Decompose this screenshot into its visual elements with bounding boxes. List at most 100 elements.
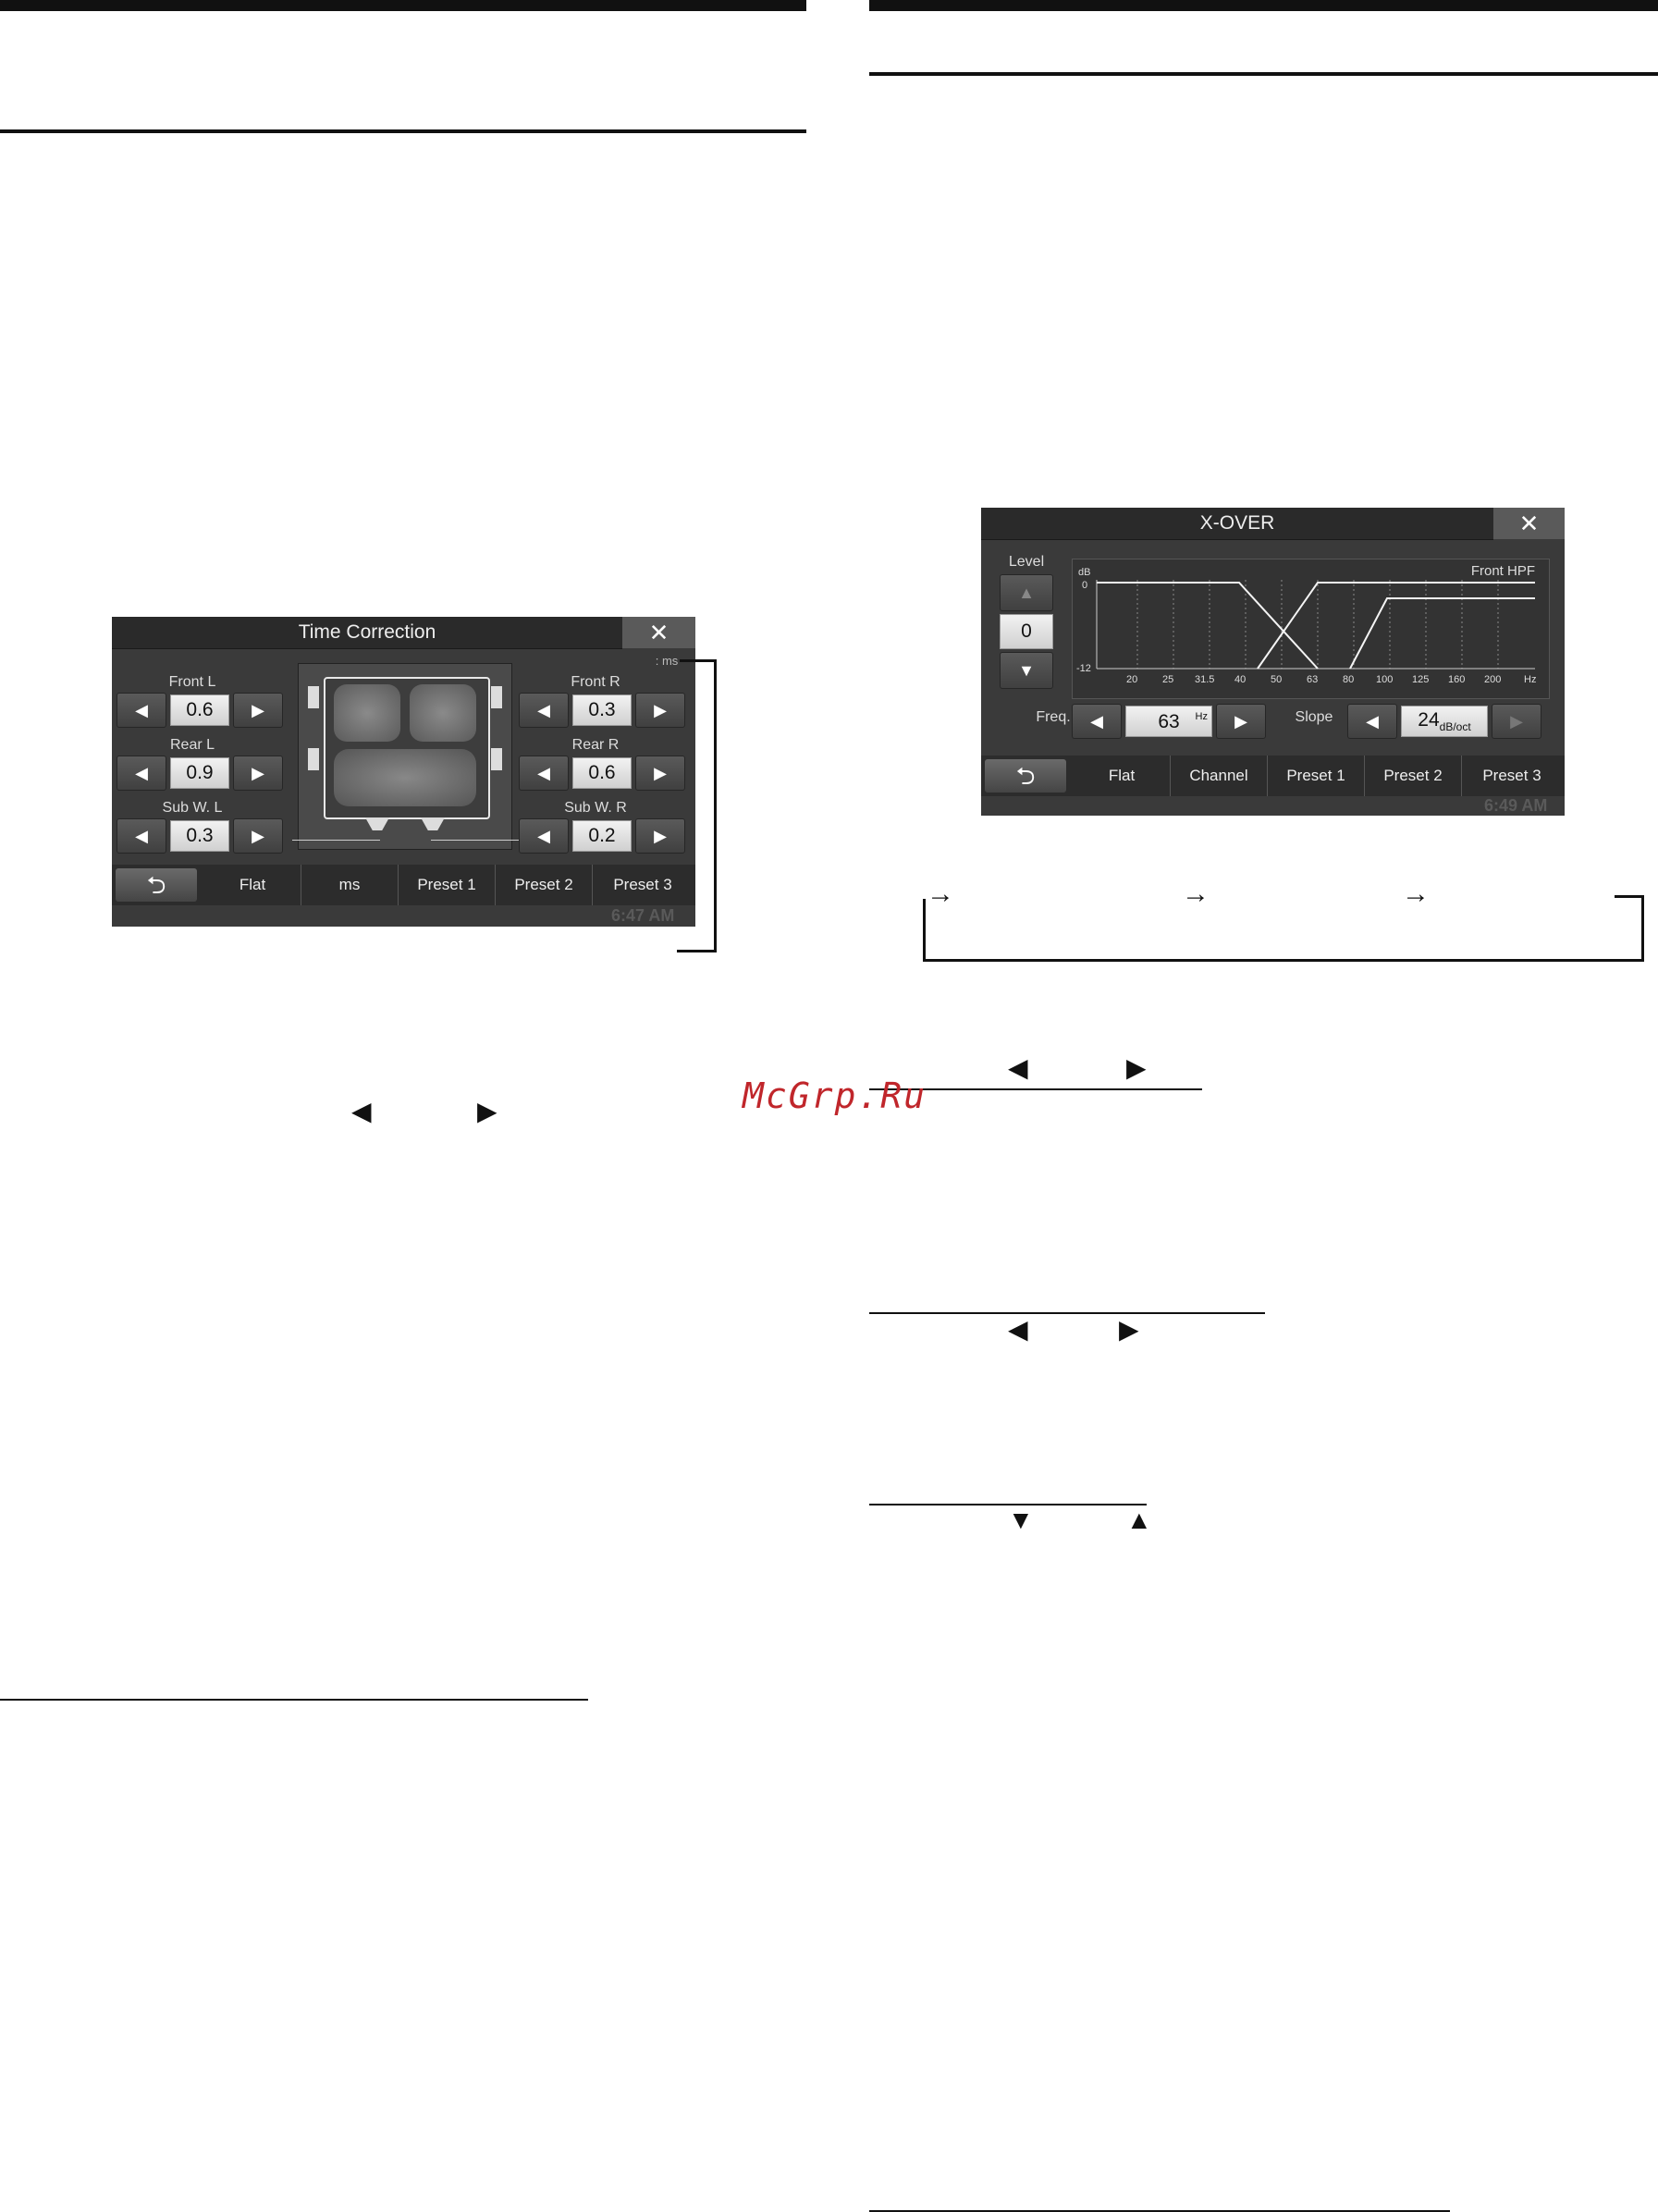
left-arrow-icon: ◀: [1008, 1315, 1028, 1344]
clock: 6:47 AM: [611, 906, 675, 925]
flat-button[interactable]: Flat: [204, 865, 301, 905]
level-value: 0: [1000, 614, 1053, 649]
car-interior-image: [298, 663, 512, 850]
db-tick-0: 0: [1082, 580, 1088, 591]
freq-tick: 63: [1307, 674, 1319, 685]
channel-label-rear-r: Rear R: [571, 737, 620, 753]
freq-unit: Hz: [1195, 711, 1208, 722]
sub-w-r-decrease-button[interactable]: ◀: [519, 818, 569, 854]
close-button[interactable]: ✕: [1493, 508, 1565, 539]
front-l-increase-button[interactable]: ▶: [233, 693, 283, 728]
sub-w-r-increase-button[interactable]: ▶: [635, 818, 685, 854]
freq-tick: 80: [1343, 674, 1355, 685]
slope-value: 24dB/oct: [1401, 706, 1488, 737]
slope-increase-button[interactable]: ▶: [1492, 704, 1541, 739]
close-button[interactable]: ✕: [622, 617, 695, 648]
unit-label: : ms: [655, 654, 679, 668]
freq-label: Freq.: [1036, 709, 1071, 725]
flow-arrow-icon: →: [927, 879, 954, 909]
freq-value: 63 Hz: [1125, 706, 1212, 737]
level-up-button[interactable]: ▲: [1000, 574, 1053, 611]
back-button[interactable]: ⮌: [116, 868, 197, 902]
clock: 6:49 AM: [1484, 796, 1548, 815]
freq-tick: 20: [1126, 674, 1138, 685]
top-rule-right: [869, 0, 1658, 11]
back-button[interactable]: ⮌: [985, 759, 1066, 793]
channel-label-front-l: Front L: [168, 674, 216, 690]
front-r-decrease-button[interactable]: ◀: [519, 693, 569, 728]
speaker-icon: [421, 817, 445, 830]
speaker-icon: [491, 748, 502, 770]
speaker-icon: [491, 686, 502, 708]
freq-tick: 125: [1412, 674, 1430, 685]
freq-number: 63: [1158, 711, 1180, 732]
sub-w-l-value: 0.3: [170, 820, 229, 852]
sub-rule-left-bottom: [0, 1699, 588, 1701]
sub-w-l-increase-button[interactable]: ▶: [233, 818, 283, 854]
channel-label-sub-w-r: Sub W. R: [564, 800, 627, 816]
screen-title: X-OVER: [981, 508, 1493, 540]
speaker-icon: [308, 686, 319, 708]
preset-3-button[interactable]: Preset 3: [613, 876, 672, 893]
rear-l-decrease-button[interactable]: ◀: [117, 756, 166, 791]
sub-rule-right-1: [869, 1088, 1202, 1090]
bottom-toolbar: ⮌ Flat Channel Preset 1 Preset 2 Preset …: [981, 756, 1565, 796]
speaker-icon: [365, 817, 389, 830]
left-arrow-icon: ◀: [1008, 1053, 1028, 1082]
seat-icon: [334, 684, 400, 742]
level-label: Level: [1008, 554, 1045, 570]
speaker-icon: [308, 748, 319, 770]
freq-axis-labels: 20 25 31.5 40 50 63 80 100 125 160 200 H…: [1119, 674, 1544, 689]
freq-tick: 31.5: [1195, 674, 1215, 685]
level-down-button[interactable]: ▼: [1000, 652, 1053, 689]
db-tick-minus-12: -12: [1076, 663, 1091, 674]
preset-1-button[interactable]: Preset 1: [399, 865, 496, 905]
slope-unit: dB/oct: [1439, 720, 1471, 734]
front-l-value: 0.6: [170, 694, 229, 726]
up-arrow-icon: ▲: [1126, 1505, 1152, 1534]
down-arrow-icon: ▼: [1008, 1505, 1034, 1534]
freq-tick: 100: [1376, 674, 1394, 685]
freq-tick: 25: [1162, 674, 1174, 685]
preset-2-button[interactable]: Preset 2: [1365, 756, 1462, 796]
rear-l-increase-button[interactable]: ▶: [233, 756, 283, 791]
rear-l-value: 0.9: [170, 757, 229, 789]
section-rule-left: [0, 129, 806, 133]
channel-label-rear-l: Rear L: [169, 737, 215, 753]
rear-r-decrease-button[interactable]: ◀: [519, 756, 569, 791]
time-correction-screen: Time Correction ✕ : ms Front L ◀ 0.6 ▶ R…: [112, 617, 695, 927]
channel-button[interactable]: Channel: [1171, 756, 1268, 796]
preset-3-button[interactable]: Preset 3: [1482, 767, 1541, 784]
front-l-decrease-button[interactable]: ◀: [117, 693, 166, 728]
freq-tick: 200: [1484, 674, 1502, 685]
screen-title: Time Correction: [112, 617, 622, 649]
left-arrow-icon: ◀: [351, 1097, 372, 1125]
channel-label-sub-w-l: Sub W. L: [162, 800, 223, 816]
graph-title: Front HPF: [1470, 563, 1535, 579]
front-r-increase-button[interactable]: ▶: [635, 693, 685, 728]
flow-arrow-icon: →: [1402, 879, 1430, 909]
right-arrow-icon: ▶: [477, 1097, 497, 1125]
channel-label-front-r: Front R: [571, 674, 620, 690]
sub-w-r-value: 0.2: [572, 820, 632, 852]
slope-decrease-button[interactable]: ◀: [1347, 704, 1397, 739]
freq-decrease-button[interactable]: ◀: [1072, 704, 1122, 739]
callout-bracket: [680, 659, 717, 662]
watermark: McGrp.Ru: [743, 1075, 927, 1116]
freq-increase-button[interactable]: ▶: [1216, 704, 1266, 739]
rear-r-increase-button[interactable]: ▶: [635, 756, 685, 791]
front-r-value: 0.3: [572, 694, 632, 726]
preset-2-button[interactable]: Preset 2: [496, 865, 593, 905]
bottom-toolbar: ⮌ Flat ms Preset 1 Preset 2 Preset 3: [112, 865, 695, 905]
freq-tick: 50: [1271, 674, 1283, 685]
top-rule-left: [0, 0, 806, 11]
freq-tick: 40: [1234, 674, 1247, 685]
preset-1-button[interactable]: Preset 1: [1268, 756, 1365, 796]
flat-button[interactable]: Flat: [1074, 756, 1171, 796]
rear-r-value: 0.6: [572, 757, 632, 789]
frequency-graph: Front HPF dB 0 -12: [1072, 559, 1550, 699]
ms-button[interactable]: ms: [301, 865, 399, 905]
slope-number: 24: [1418, 709, 1440, 731]
sub-w-l-decrease-button[interactable]: ◀: [117, 818, 166, 854]
freq-tick: Hz: [1524, 674, 1537, 685]
